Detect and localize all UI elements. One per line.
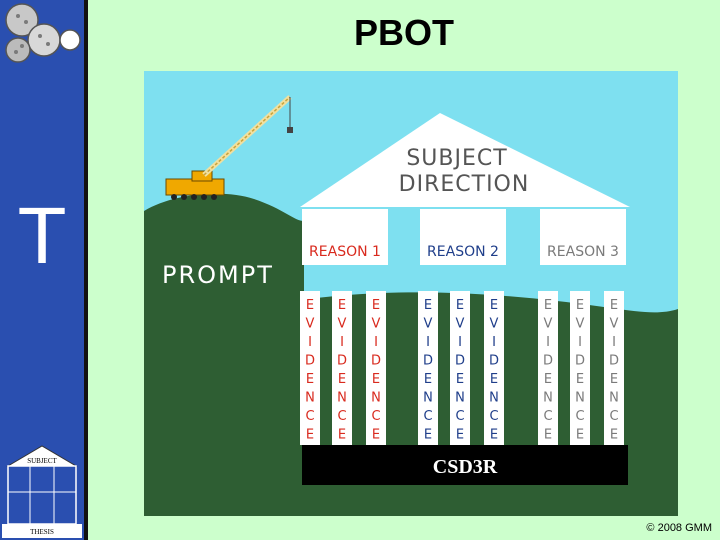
evidence-column-9 [604,291,624,445]
evidence-column-5 [450,291,470,445]
slide-title: PBOT [353,12,454,53]
prompt-label: PROMPT [162,261,274,289]
evidence-column-2 [332,291,352,445]
foundation-label: CSD3R [433,456,498,478]
copyright-footer: © 2008 GMM [646,522,712,534]
reason-1-label: REASON 1 [309,244,381,260]
evidence-column-7 [538,291,558,445]
sidebar-letter: T [17,191,67,280]
evidence-column-4 [418,291,438,445]
puzzle-logo-icon [0,0,84,76]
reason-3-label: REASON 3 [547,244,619,260]
roof-line-1: SUBJECT [406,146,507,171]
mini-thesis-label: THESIS [30,528,54,536]
pbot-diagram: SUBJECT DIRECTION PROMPT REASON 1 REASON… [144,71,678,516]
reason-2-label: REASON 2 [427,244,499,260]
mini-pbot-icon: SUBJECT THESIS [2,445,82,538]
roof-line-2: DIRECTION [399,172,530,197]
crane-icon [165,95,293,200]
evidence-column-6 [484,291,504,445]
sidebar-divider [84,0,88,540]
evidence-column-8 [570,291,590,445]
evidence-column-3 [366,291,386,445]
mini-subject-label: SUBJECT [27,457,57,465]
evidence-column-1 [300,291,320,445]
